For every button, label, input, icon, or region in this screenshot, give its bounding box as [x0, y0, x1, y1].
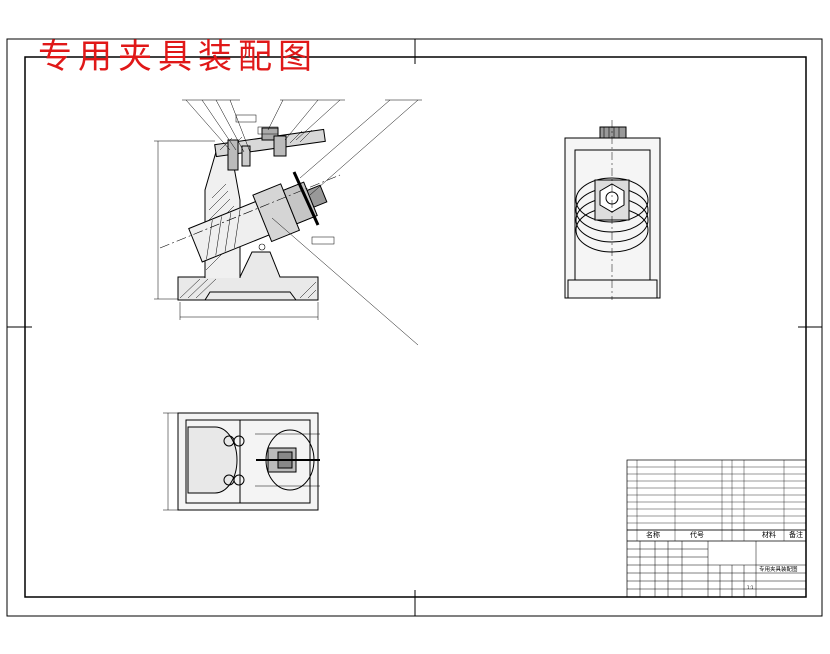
title-block-header-material: 材料 — [762, 531, 776, 539]
top-view — [163, 412, 320, 511]
title-block — [626, 459, 807, 598]
drawing-heading: 专用夹具装配图 — [38, 37, 318, 77]
title-block-scale: 1:1 — [747, 585, 754, 590]
title-block-header-remark: 备注 — [789, 531, 803, 539]
title-block-drawing-name: 专用夹具装配图 — [759, 567, 798, 573]
outer-frame — [6, 38, 823, 617]
title-block-header-name: 名称 — [646, 531, 660, 539]
front-view — [154, 99, 422, 346]
side-view — [564, 120, 661, 300]
title-block-header-code: 代号 — [690, 531, 704, 539]
centering-marks — [7, 39, 822, 616]
